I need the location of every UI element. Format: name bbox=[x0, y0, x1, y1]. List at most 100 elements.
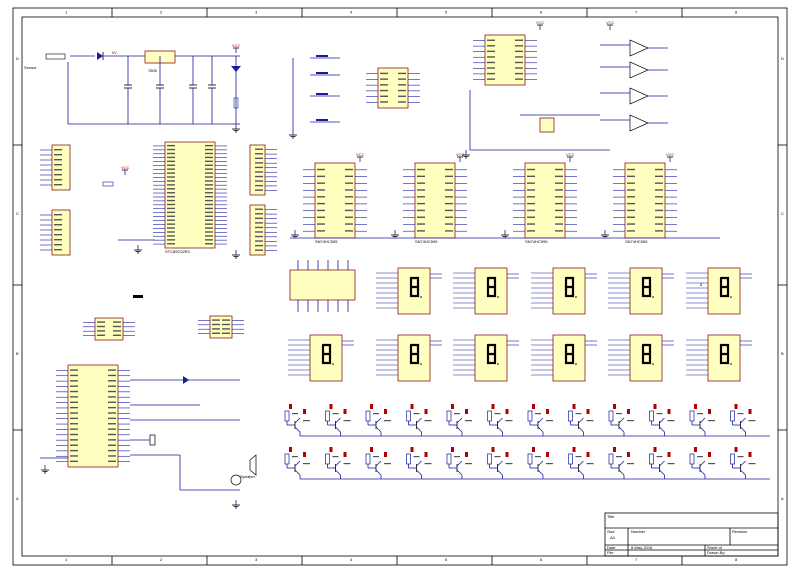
part-label bbox=[424, 463, 432, 465]
transistor-driver bbox=[608, 447, 634, 479]
pin-label bbox=[255, 166, 263, 169]
pin-label bbox=[417, 223, 425, 225]
pin-label bbox=[167, 199, 175, 202]
pin-label bbox=[222, 323, 230, 326]
pin-label bbox=[515, 61, 523, 64]
resistor bbox=[527, 410, 533, 422]
ground-symbol bbox=[462, 150, 470, 159]
pin-label bbox=[108, 412, 116, 414]
wire bbox=[740, 469, 746, 476]
pin-label bbox=[70, 374, 78, 377]
part-label bbox=[697, 456, 703, 458]
header-j1 bbox=[40, 144, 71, 191]
part-label bbox=[384, 420, 391, 422]
marker bbox=[694, 447, 697, 452]
pin-label bbox=[345, 196, 353, 198]
part-label bbox=[627, 420, 634, 422]
pin-label bbox=[205, 168, 213, 170]
vcc-symbol: VCC bbox=[356, 152, 365, 162]
pin-label bbox=[54, 244, 62, 246]
pin-label bbox=[627, 196, 635, 198]
pin-label bbox=[108, 374, 116, 377]
part-label bbox=[454, 413, 460, 415]
ground-symbol bbox=[134, 245, 142, 254]
pin-label bbox=[70, 444, 78, 446]
display-body bbox=[474, 267, 508, 315]
pin-label bbox=[398, 72, 406, 75]
display-body bbox=[552, 334, 586, 382]
decimal-point bbox=[332, 363, 334, 365]
digit-8-icon bbox=[719, 343, 730, 365]
pin-label bbox=[345, 223, 353, 225]
pin-label bbox=[167, 172, 175, 174]
part-label bbox=[373, 456, 379, 458]
pin-label bbox=[527, 175, 535, 178]
part-label bbox=[332, 413, 339, 415]
pin-label bbox=[555, 230, 563, 232]
pin-label bbox=[205, 144, 213, 147]
pin-label bbox=[70, 439, 78, 441]
pin-label bbox=[97, 325, 105, 328]
marker bbox=[667, 409, 671, 414]
pin-label bbox=[108, 449, 116, 452]
pin-label bbox=[627, 168, 635, 171]
pin-label bbox=[212, 319, 220, 321]
chip-body bbox=[249, 144, 266, 196]
marker bbox=[627, 452, 630, 457]
column-number: 5 bbox=[445, 557, 448, 562]
vcc-label: VCC bbox=[666, 152, 675, 157]
ground-symbol bbox=[232, 500, 240, 509]
pin-label bbox=[167, 176, 175, 178]
pin-label bbox=[398, 95, 406, 97]
transistor-icon bbox=[230, 474, 242, 486]
pin-label bbox=[515, 50, 523, 53]
column-number: 3 bbox=[255, 10, 258, 15]
pin-label bbox=[655, 182, 663, 184]
pin-label bbox=[205, 176, 213, 178]
pin-label bbox=[255, 240, 263, 242]
marker bbox=[329, 404, 333, 409]
pin-label bbox=[205, 148, 213, 151]
resistor bbox=[730, 410, 735, 422]
eeprom-chip bbox=[198, 315, 244, 339]
pin-label bbox=[655, 168, 663, 171]
marker bbox=[303, 452, 306, 457]
column-number: 2 bbox=[160, 10, 163, 15]
pin-label bbox=[167, 156, 175, 159]
resistor bbox=[365, 453, 371, 465]
marker bbox=[343, 452, 347, 457]
marker bbox=[424, 452, 428, 457]
wire bbox=[375, 417, 382, 424]
marker bbox=[505, 409, 509, 414]
transistor-driver bbox=[568, 447, 594, 479]
five-volt-label: 5V bbox=[112, 50, 117, 55]
wire bbox=[416, 460, 422, 467]
digit-8-icon bbox=[486, 276, 497, 298]
opamp-icon bbox=[629, 39, 649, 57]
pin-label bbox=[255, 180, 263, 182]
part-label bbox=[546, 463, 553, 465]
pin-label bbox=[255, 231, 263, 233]
pin-label bbox=[515, 45, 523, 47]
part-label bbox=[292, 456, 298, 458]
wire bbox=[294, 469, 301, 476]
digit-8-icon bbox=[486, 343, 497, 365]
pin-label bbox=[527, 189, 535, 191]
display-body bbox=[397, 334, 431, 382]
seven-segment-display bbox=[608, 267, 674, 315]
display-body bbox=[397, 267, 431, 315]
pin-label bbox=[255, 217, 263, 220]
pin-label bbox=[317, 182, 325, 184]
header-j3 bbox=[249, 144, 277, 196]
pin-label bbox=[108, 390, 116, 393]
speaker-label: Speaker bbox=[240, 474, 256, 479]
pin-label bbox=[70, 380, 78, 382]
decimal-point bbox=[420, 363, 422, 365]
pin-label bbox=[167, 211, 175, 214]
column-number: 1 bbox=[65, 10, 68, 15]
wire bbox=[699, 417, 706, 424]
pin-label bbox=[627, 189, 635, 191]
decoder-chip bbox=[366, 67, 420, 109]
file-label: File bbox=[607, 550, 614, 555]
